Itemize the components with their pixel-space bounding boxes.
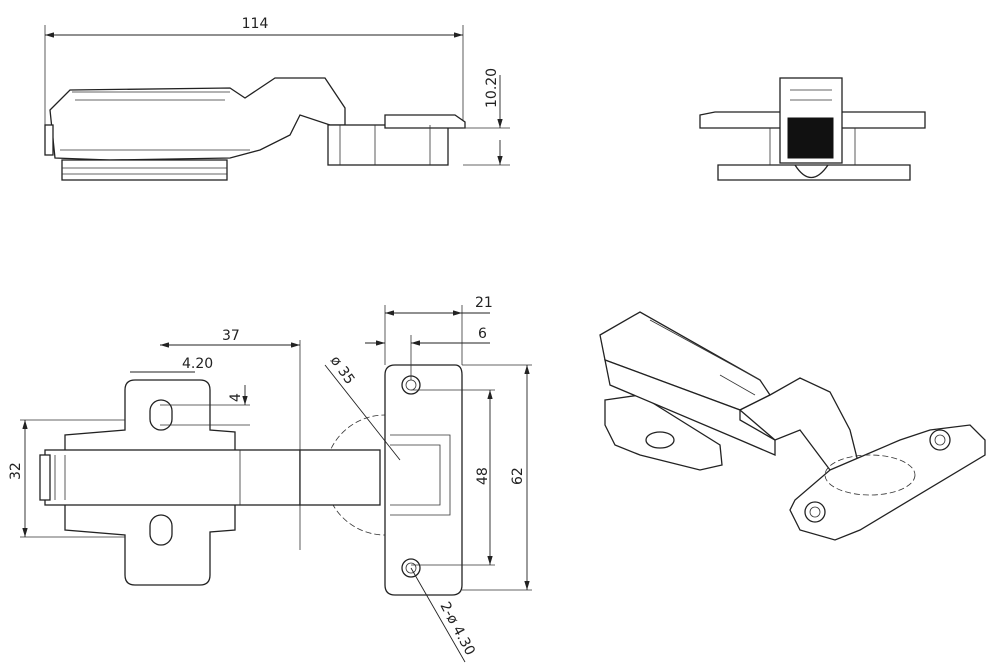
dimension-label-base-width: 32 — [8, 462, 24, 480]
dimension-label-hole-spacing: 48 — [475, 467, 491, 485]
dimension-label-hole-diameter: 2-ø 4.30 — [436, 599, 477, 658]
dimension-label-slot-width: 4.20 — [182, 356, 213, 372]
dimension-label-plate-width: 21 — [475, 295, 493, 311]
side-elevation-view: 114 10.20 — [44, 16, 510, 181]
dimension-label-cup-diameter: ø 35 — [327, 353, 358, 387]
dimension-label-slot-offset: 4 — [228, 393, 244, 402]
dimension-label-base-to-cup: 37 — [222, 328, 240, 344]
dimension-label-plate-length: 62 — [510, 467, 526, 485]
dimension-label-height: 10.20 — [484, 68, 500, 108]
isometric-view — [599, 311, 986, 541]
front-view — [699, 77, 926, 181]
dimension-label-overall-length: 114 — [242, 16, 269, 32]
plan-view: 37 4.20 4 32 21 6 ø 35 48 62 2-ø 4.30 — [8, 295, 532, 663]
dimension-label-hole-offset: 6 — [478, 326, 487, 342]
